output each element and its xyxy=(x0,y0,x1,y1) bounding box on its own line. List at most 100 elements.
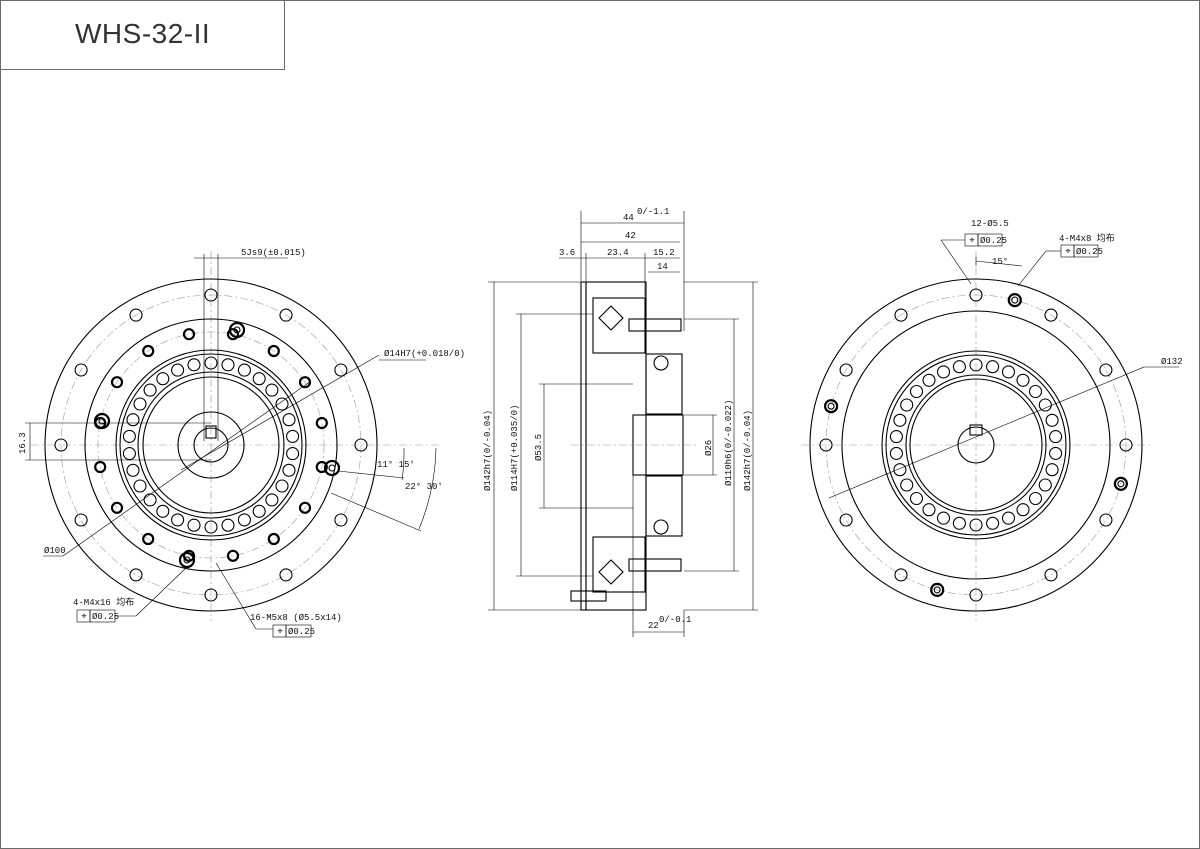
holes-tolerance: Ø0.25 xyxy=(980,236,1007,246)
hub-length-tolerance: 0/-0.1 xyxy=(659,615,691,625)
bearing-roller xyxy=(1045,463,1059,477)
bearing-roller xyxy=(922,373,936,387)
bearing-roller xyxy=(889,446,903,460)
threaded-hole-m4 xyxy=(1113,476,1129,491)
bearing-roller xyxy=(1001,511,1016,525)
bearing-roller xyxy=(952,360,966,374)
threaded-hole-m4 xyxy=(930,582,945,598)
length-15-2-dim: 15.2 xyxy=(653,248,675,258)
bore-dim: Ø14H7(+0.018/0) xyxy=(384,349,465,359)
bearing-roller xyxy=(221,358,235,372)
front-view-output-side: Ø132 12-Ø5.5 ⌖ Ø0.25 4-M4x8 均布 ⌖ Ø0.25 1… xyxy=(801,219,1183,621)
angle-small-dim: 11° 15' xyxy=(377,460,415,470)
bearing-roller xyxy=(900,398,914,412)
position-tolerance-icon: ⌖ xyxy=(969,236,974,246)
title-block: WHS-32-II xyxy=(1,1,285,70)
dia-110-dim: Ø110h6(0/-0.022) xyxy=(724,400,734,486)
threaded-hole xyxy=(110,376,124,389)
overall-length-tolerance: 0/-1.1 xyxy=(637,207,669,217)
bearing-roller xyxy=(1028,491,1043,506)
thread-a-label: 4-M4x16 均布 xyxy=(73,596,134,608)
bearing-roller xyxy=(265,383,279,397)
bearing-roller xyxy=(122,447,136,461)
bearing-roller xyxy=(909,491,924,506)
bearing-roller xyxy=(171,513,185,527)
bearing-roller xyxy=(156,372,170,386)
position-tolerance-icon: ⌖ xyxy=(81,612,86,622)
thread-label: 4-M4x8 均布 xyxy=(1059,232,1115,244)
threaded-hole xyxy=(298,501,312,514)
bearing-roller xyxy=(969,518,983,532)
mounting-hole xyxy=(839,363,853,377)
bearing-roller xyxy=(133,479,147,493)
bearing-roller xyxy=(893,413,907,427)
thread-a-tolerance: Ø0.25 xyxy=(92,612,119,622)
threaded-hole-m4-inner xyxy=(827,402,835,410)
mounting-hole xyxy=(1044,568,1058,582)
threaded-hole xyxy=(94,460,107,474)
bearing-roller xyxy=(1049,430,1063,444)
threaded-hole xyxy=(226,328,240,341)
mounting-hole xyxy=(819,438,833,452)
threaded-hole-m4-inner xyxy=(233,326,241,334)
bearing-roller xyxy=(133,397,147,411)
bearing-roller xyxy=(969,358,983,372)
threaded-hole xyxy=(182,328,196,341)
mounting-hole xyxy=(129,568,143,582)
mounting-hole xyxy=(334,513,348,527)
bearing-roller xyxy=(171,363,185,377)
mounting-hole xyxy=(204,288,218,302)
bearing-roller xyxy=(252,504,266,518)
threaded-hole xyxy=(226,549,240,562)
bearing-roller xyxy=(143,383,157,397)
bearing-roller xyxy=(275,397,289,411)
mounting-hole xyxy=(894,568,908,582)
bearing-roller xyxy=(286,447,300,461)
outer-dia-right-dim: Ø142h7(0/-0.04) xyxy=(743,410,753,491)
bearing-roller xyxy=(252,372,266,386)
mounting-hole xyxy=(354,438,368,452)
threaded-hole-m4-inner xyxy=(98,417,106,425)
threaded-hole-m4 xyxy=(823,399,839,414)
outer-dia-left-dim: Ø142h7(0/-0.04) xyxy=(483,410,493,491)
angle-dim: 15° xyxy=(992,257,1008,267)
model-title: WHS-32-II xyxy=(75,18,211,49)
mounting-hole xyxy=(334,363,348,377)
bearing-roller xyxy=(286,429,300,443)
thread-tolerance: Ø0.25 xyxy=(1076,247,1103,257)
mounting-hole xyxy=(279,308,293,322)
threaded-hole xyxy=(298,376,312,389)
bearing-roller xyxy=(122,429,136,443)
threaded-hole xyxy=(267,344,280,358)
hub-length-dim: 22 xyxy=(648,621,659,631)
threaded-hole xyxy=(267,532,280,546)
mounting-hole xyxy=(1119,438,1133,452)
bearing-roller xyxy=(900,478,914,492)
threaded-hole xyxy=(142,532,155,546)
mounting-hole xyxy=(204,588,218,602)
front-view-input-side: 5Js9(±0.015) Ø14H7(+0.018/0) 16.3 11° 15… xyxy=(18,248,465,638)
bearing-roller xyxy=(936,511,951,525)
bearing-roller xyxy=(922,503,936,517)
mounting-hole xyxy=(839,513,853,527)
bearing-roller xyxy=(237,363,251,377)
bearing-roller xyxy=(1049,446,1063,460)
bearing-roller xyxy=(889,430,903,444)
bearing-roller xyxy=(187,518,201,532)
bearing-roller xyxy=(986,516,1000,530)
mounting-hole xyxy=(74,363,88,377)
bearing-roller xyxy=(1016,503,1030,517)
threaded-hole-m4-inner xyxy=(933,586,941,594)
bearing-roller xyxy=(126,413,140,427)
bearing-roller xyxy=(156,504,170,518)
dia-53-5-dim: Ø53.5 xyxy=(534,434,544,461)
thread-b-label: 16-M5x8 (Ø5.5x14) xyxy=(250,613,342,623)
overall-length-dim: 44 xyxy=(623,213,634,223)
bearing-roller xyxy=(986,360,1000,374)
threaded-hole-m4-inner xyxy=(1117,480,1125,488)
key-height-dim: 16.3 xyxy=(18,432,28,454)
bearing-roller xyxy=(1016,373,1030,387)
bearing-roller xyxy=(1038,398,1052,412)
